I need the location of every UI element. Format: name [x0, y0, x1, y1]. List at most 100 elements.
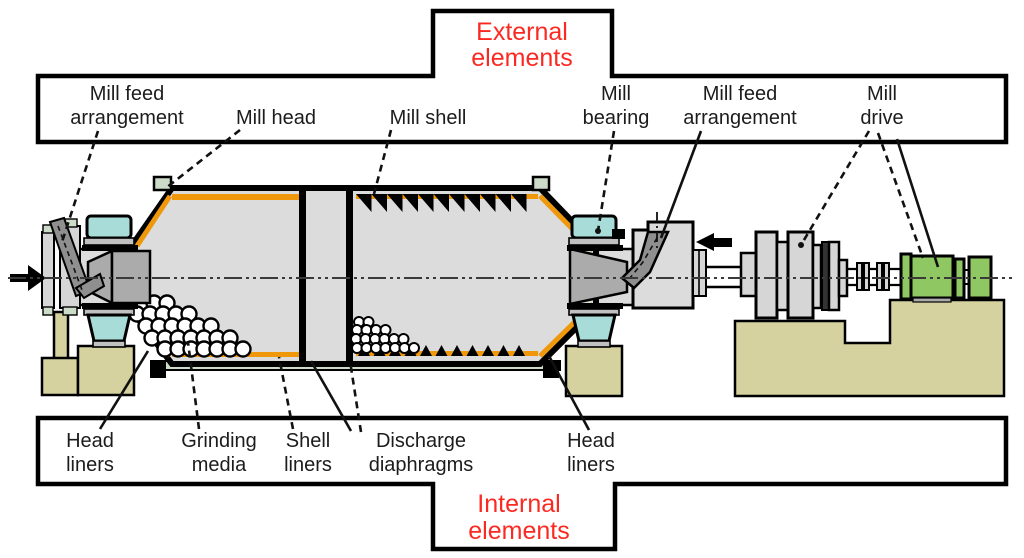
right-bearing-pedestal	[564, 344, 624, 398]
label-grinding-media-line1: Grinding	[181, 430, 257, 452]
feed-housing-cap	[612, 229, 625, 239]
label-mill-drive-line2: drive	[860, 107, 903, 129]
left-bearing-top-block	[85, 214, 133, 240]
left-bearing-bottom-block	[86, 313, 132, 343]
left-mill-bearing	[82, 214, 138, 348]
grinding-media-pile-right	[350, 316, 420, 354]
mill-head-bracket-left	[152, 175, 173, 192]
banner-external-line1: External	[476, 18, 568, 46]
label-mill-head: Mill head	[236, 107, 316, 129]
lifter-tooth	[451, 345, 463, 356]
coupling-plate	[856, 262, 863, 291]
leader-grinding-media	[186, 341, 201, 430]
top-label-band	[35, 8, 1009, 145]
return-chute-centerline	[629, 237, 658, 279]
lifter-tooth	[356, 194, 372, 212]
leader-mill-head	[165, 128, 241, 190]
lifter-tooth	[433, 194, 449, 212]
lifter-tooth	[402, 194, 418, 212]
coupling-plate	[876, 262, 883, 291]
lifter-tooth	[435, 345, 448, 356]
label-discharge-diaphragms-line2: diaphragms	[369, 454, 474, 476]
left-bearing-sole-plate	[92, 340, 126, 348]
lifter-teeth	[356, 194, 527, 356]
label-head-liners-left-line2: liners	[66, 454, 114, 476]
lifter-tooth	[466, 345, 479, 356]
flange-pad	[62, 306, 78, 316]
label-mill-feed-arrangement-right-line1: Mill feed	[703, 83, 777, 105]
gearbox-block	[827, 240, 841, 312]
motor-base	[912, 297, 952, 303]
label-mill-feed-arrangement-left-line2: arrangement	[70, 107, 184, 129]
leader-mill-feed-arrangement-left	[60, 130, 100, 243]
leader-mill-bearing	[596, 130, 616, 232]
leader-mill-drive-motor-a	[876, 132, 925, 259]
feed-return-arrow	[696, 233, 732, 251]
flange-pad	[42, 306, 54, 316]
left-bearing-bottom-bar	[82, 303, 138, 309]
right-bearing-sole-plate	[577, 340, 611, 348]
lifter-tooth	[495, 194, 511, 212]
leader-discharge-diaphragm-a	[309, 360, 353, 432]
banner-external-line2: elements	[471, 44, 572, 72]
leader-head-liners-right	[547, 355, 591, 431]
discharge-diaphragm-left-wall	[299, 191, 306, 361]
bottom-label-band	[35, 415, 1009, 552]
right-bearing-top-block	[570, 214, 618, 240]
lifter-tooth	[497, 345, 510, 356]
discharge-diaphragm-right-wall	[346, 191, 353, 361]
lifter-tooth	[482, 345, 494, 356]
gearbox-block	[754, 230, 779, 320]
left-bearing-top-bar	[82, 245, 138, 251]
lifter-tooth	[480, 194, 496, 212]
shell-liner-top-left	[172, 194, 302, 200]
label-mill-feed-arrangement-left-line1: Mill feed	[90, 83, 164, 105]
coupling-block	[739, 251, 758, 298]
leader-dot	[595, 228, 601, 234]
label-shell-liners-line1: Shell	[286, 430, 330, 452]
label-mill-bearing-line2: bearing	[583, 107, 650, 129]
right-bearing-bottom-bar	[567, 303, 623, 309]
feed-flange-plate-rear	[41, 231, 55, 309]
label-head-liners-left-line1: Head	[66, 430, 114, 452]
right-bearing-bottom-block	[571, 313, 617, 343]
right-feed-arrangement	[612, 212, 707, 310]
lifter-tooth	[387, 194, 403, 212]
label-grinding-media-line2: media	[192, 454, 247, 476]
grinding-ball	[408, 342, 420, 354]
lifter-strip-bottom	[356, 351, 538, 356]
right-bearing-top-plate	[568, 237, 620, 246]
bottom-labels: Head liners Grinding media Shell liners …	[66, 430, 615, 476]
head-liner-top-left	[134, 194, 173, 248]
banner-internal-line2: elements	[468, 517, 569, 545]
label-mill-bearing-line1: Mill	[601, 83, 631, 105]
feed-return-arrow-head	[696, 233, 714, 251]
banner-internal-line1: Internal	[477, 490, 560, 518]
leader-mill-feed-arrangement-right	[659, 130, 703, 239]
right-discharge-cone	[568, 247, 629, 306]
label-mill-shell: Mill shell	[390, 107, 467, 129]
label-discharge-diaphragms-line1: Discharge	[376, 430, 466, 452]
left-bearing-pedestal	[76, 344, 136, 397]
feed-chute-centerline	[57, 225, 83, 291]
grinding-ball	[234, 340, 252, 358]
label-head-liners-right-line1: Head	[567, 430, 615, 452]
left-bearing-top-plate	[83, 237, 135, 246]
label-head-liners-right-line2: liners	[567, 454, 615, 476]
right-mill-bearing	[567, 214, 623, 348]
gearbox-block	[775, 240, 790, 312]
left-feed-arrangement	[41, 216, 106, 316]
mill-foot-left	[150, 360, 166, 378]
leader-mill-drive-motor-b	[895, 138, 940, 268]
leader-dot	[798, 242, 804, 248]
leader-lines	[60, 128, 940, 433]
lifter-tooth	[513, 345, 525, 356]
lifter-tooth	[464, 194, 480, 212]
lifter-tooth	[511, 194, 527, 212]
drive-foundation	[733, 298, 1006, 398]
feed-foundation-block	[40, 356, 80, 397]
leader-mill-drive-gearbox	[799, 130, 871, 246]
label-mill-feed-arrangement-right-line2: arrangement	[683, 107, 797, 129]
lifter-tooth	[371, 194, 387, 212]
